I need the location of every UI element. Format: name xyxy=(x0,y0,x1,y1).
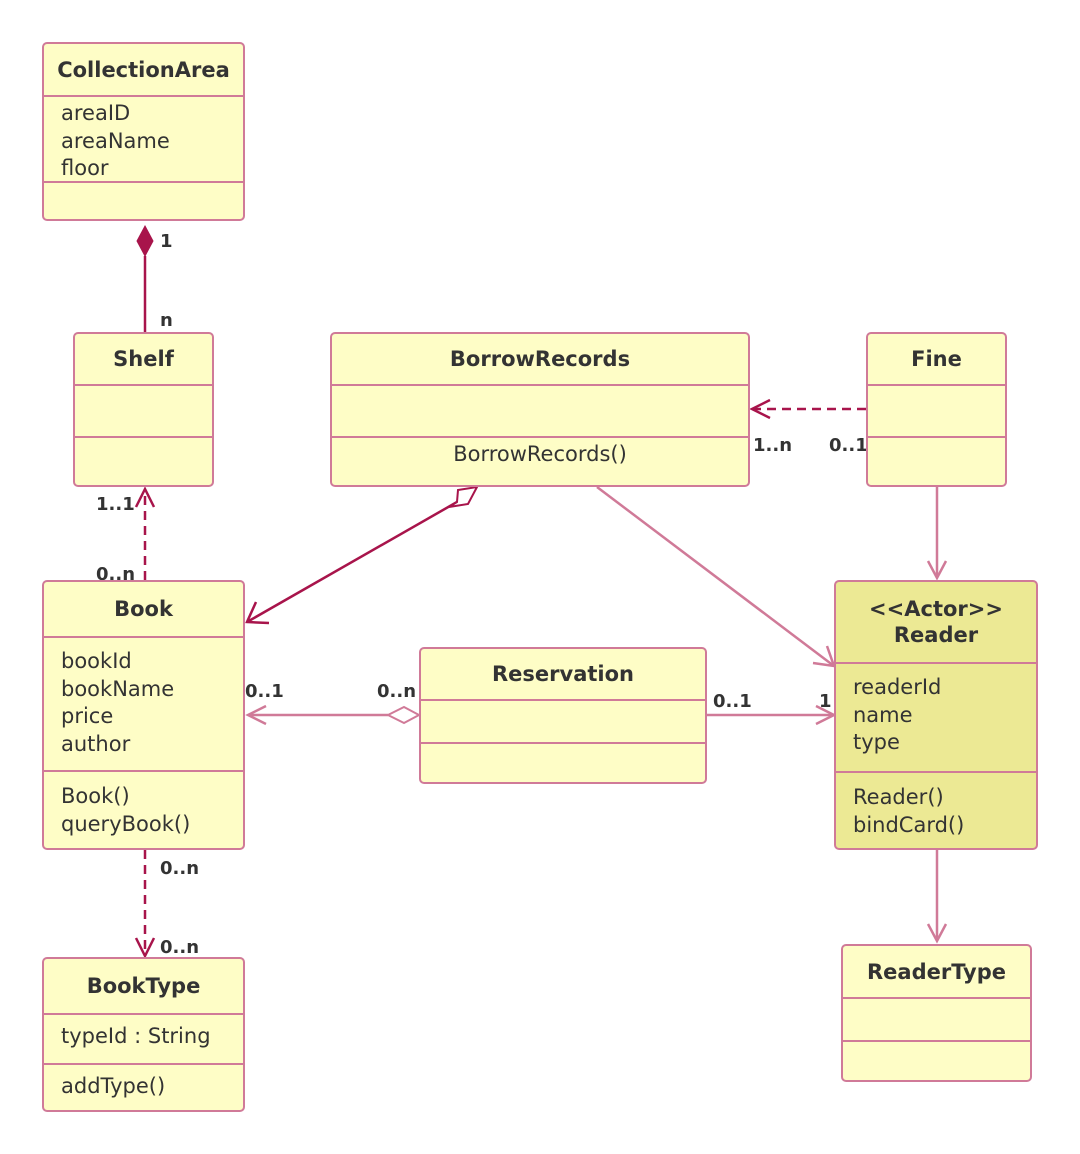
class-name: CollectionArea xyxy=(57,57,230,82)
class-book-type[interactable]: BookType typeId : String addType() xyxy=(42,957,245,1112)
class-reader-type[interactable]: ReaderType xyxy=(841,944,1032,1082)
multiplicity-label: 1..n xyxy=(753,435,792,456)
attribute-list xyxy=(421,701,705,744)
attribute: type xyxy=(853,730,900,754)
multiplicity-label: 0..1 xyxy=(829,435,868,456)
multiplicity-label: 0..1 xyxy=(713,691,752,712)
attribute-list: readerId name type xyxy=(836,664,1036,773)
attribute-list xyxy=(868,386,1005,438)
operation: addType() xyxy=(61,1074,166,1098)
association-borrowrecords-reader xyxy=(596,486,836,668)
attribute: price xyxy=(61,704,114,728)
multiplicity-label: 0..n xyxy=(160,858,199,879)
operation-list: BorrowRecords() xyxy=(332,438,748,469)
multiplicity-label: 1 xyxy=(160,231,173,252)
attribute: name xyxy=(853,702,913,727)
multiplicity-label: 1..1 xyxy=(96,494,135,515)
attribute: areaID xyxy=(61,101,131,125)
stereotype: <<Actor>> xyxy=(869,597,1003,621)
operation-list xyxy=(421,744,705,747)
attribute: bookName xyxy=(61,676,175,701)
multiplicity-label: 0..1 xyxy=(245,681,284,702)
operation-list xyxy=(75,438,212,441)
aggregation-reservation-book xyxy=(245,704,422,726)
attribute: readerId xyxy=(853,675,942,699)
operation: Reader() xyxy=(853,785,944,809)
class-name: Reader xyxy=(893,623,979,647)
attribute: areaName xyxy=(61,128,170,153)
attribute-list: bookId bookName price author xyxy=(44,638,243,772)
association-reader-readertype xyxy=(926,850,948,944)
operation-list xyxy=(843,1042,1030,1045)
operation-list: Reader() bindCard() xyxy=(836,773,1036,839)
multiplicity-label: 0..n xyxy=(96,564,135,585)
operation-list xyxy=(44,183,243,186)
multiplicity-label: 1 xyxy=(819,691,832,712)
operation: Book() xyxy=(61,784,130,808)
attribute: floor xyxy=(61,156,109,180)
operation-list: Book() queryBook() xyxy=(44,772,243,838)
multiplicity-label: 0..n xyxy=(160,937,199,958)
attribute: typeId : String xyxy=(61,1024,211,1048)
class-name: Reservation xyxy=(492,662,634,686)
class-collection-area[interactable]: CollectionArea areaID areaName floor xyxy=(42,42,245,221)
attribute-list: typeId : String xyxy=(44,1015,243,1065)
class-name: Book xyxy=(114,597,173,621)
attribute-list xyxy=(75,386,212,438)
operation: bindCard() xyxy=(853,812,965,837)
dependency-book-booktype xyxy=(134,850,156,959)
operation-list xyxy=(868,438,1005,441)
class-book[interactable]: Book bookId bookName price author Book()… xyxy=(42,580,245,850)
class-name: BorrowRecords xyxy=(449,347,631,371)
operation-list: addType() xyxy=(44,1065,243,1101)
attribute: bookId xyxy=(61,649,132,673)
attribute-list xyxy=(843,999,1030,1042)
operation: queryBook() xyxy=(61,811,191,836)
multiplicity-label: n xyxy=(160,310,173,331)
multiplicity-label: 0..n xyxy=(377,681,416,702)
class-borrow-records[interactable]: BorrowRecords BorrowRecords() xyxy=(330,332,750,487)
association-fine-reader xyxy=(926,487,948,581)
class-name: Fine xyxy=(911,347,962,371)
class-fine[interactable]: Fine xyxy=(866,332,1007,487)
composition-collectionarea-shelf xyxy=(136,224,154,332)
class-shelf[interactable]: Shelf xyxy=(73,332,214,487)
attribute-list: areaID areaName floor xyxy=(44,97,243,183)
class-reservation[interactable]: Reservation xyxy=(419,647,707,784)
dependency-fine-borrowrecords xyxy=(749,398,866,420)
dependency-book-shelf xyxy=(134,486,156,580)
attribute: author xyxy=(61,731,131,756)
class-reader[interactable]: <<Actor>> Reader readerId name type Read… xyxy=(834,580,1038,850)
aggregation-borrowrecords-book xyxy=(245,485,479,625)
class-name: ReaderType xyxy=(866,959,1006,984)
operation: BorrowRecords() xyxy=(453,442,627,466)
attribute-list xyxy=(332,386,748,438)
class-name: Shelf xyxy=(113,347,174,371)
class-name: BookType xyxy=(86,974,201,998)
